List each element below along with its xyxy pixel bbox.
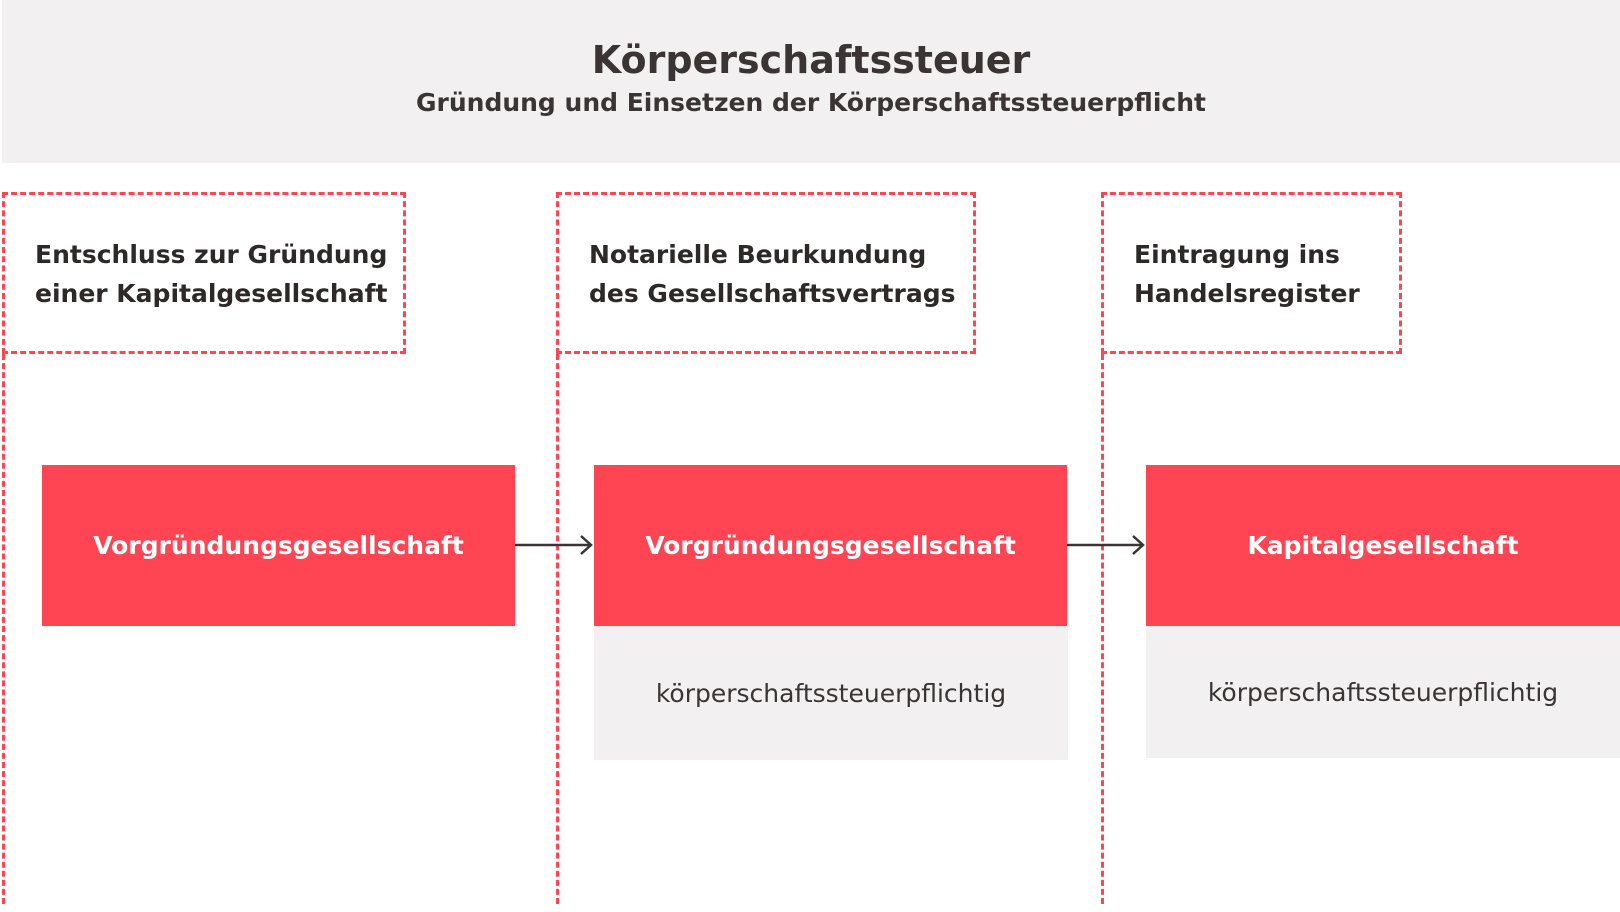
timeline-divider	[1101, 354, 1104, 904]
entity-box-3: Kapitalgesellschaft	[1146, 465, 1620, 626]
header: Körperschaftssteuer Gründung und Einsetz…	[2, 0, 1620, 163]
arrow-right-icon	[1067, 535, 1145, 555]
event-box-3: Eintragung ins Handelsregister	[1101, 192, 1402, 354]
entity-box-1: Vorgründungsgesellschaft	[42, 465, 515, 626]
event-box-1: Entschluss zur Gründung einer Kapitalges…	[2, 192, 406, 354]
page-title: Körperschaftssteuer	[591, 38, 1031, 82]
event-label: Entschluss zur Gründung einer Kapitalges…	[35, 240, 388, 308]
event-label: Eintragung ins Handelsregister	[1134, 240, 1360, 308]
arrow-right-icon	[515, 535, 593, 555]
status-box-2: körperschaftssteuerpflichtig	[594, 626, 1068, 760]
event-label: Notarielle Beurkundung des Gesellschafts…	[589, 240, 956, 308]
event-box-2: Notarielle Beurkundung des Gesellschafts…	[556, 192, 976, 354]
status-box-3: körperschaftssteuerpflichtig	[1146, 626, 1620, 758]
timeline-divider	[556, 354, 559, 904]
timeline-divider	[2, 354, 5, 904]
page-subtitle: Gründung und Einsetzen der Körperschafts…	[416, 88, 1206, 117]
entity-box-2: Vorgründungsgesellschaft	[594, 465, 1067, 626]
